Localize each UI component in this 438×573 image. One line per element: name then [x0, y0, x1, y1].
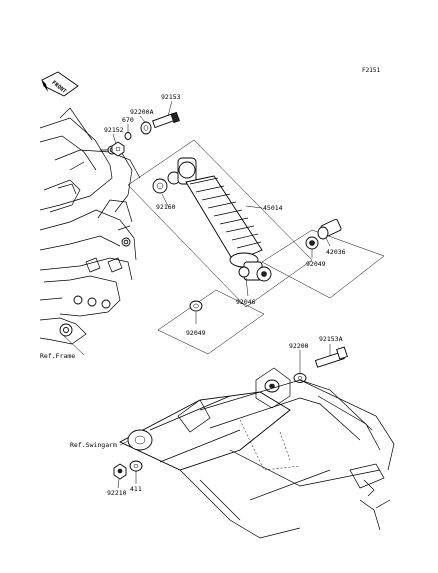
lower-mount-left-parts: [157, 289, 265, 355]
nut-92152: [111, 141, 125, 157]
label-411: 411: [130, 485, 142, 493]
label-42036: 42036: [326, 248, 346, 256]
label-45014: 45014: [263, 204, 283, 212]
label-92152: 92152: [104, 126, 124, 134]
part-labels: 92153 92200A 670 92152 92160 45014 42036…: [104, 93, 346, 497]
label-92046: 92046: [236, 298, 256, 306]
lower-mount-right-parts: [261, 218, 385, 299]
washer-411: [129, 460, 143, 472]
label-92153A: 92153A: [319, 335, 343, 343]
shock-spring: [185, 175, 263, 268]
label-92200: 92200: [289, 342, 309, 350]
collar-92160-a: [152, 178, 168, 194]
label-92200A: 92200A: [130, 108, 154, 116]
label-92210: 92210: [107, 489, 127, 497]
figure-id: F2151: [362, 67, 380, 74]
label-670: 670: [122, 116, 134, 124]
seal-92049-left: [189, 300, 203, 312]
label-92160: 92160: [156, 203, 176, 211]
swingarm-drawing: [118, 367, 395, 539]
bolt-92153: [152, 111, 180, 129]
label-92049-left: 92049: [186, 329, 206, 337]
front-arrow-icon: FRONT: [41, 71, 79, 97]
lower-bolt-parts: [293, 346, 348, 383]
upper-mount-parts: [111, 111, 180, 157]
ref-swingarm-label: Ref.Swingarm: [70, 441, 117, 449]
washer-92200: [293, 373, 307, 383]
leader-lines: [63, 100, 331, 489]
ref-frame-label: Ref.Frame: [40, 352, 75, 360]
label-92153: 92153: [161, 93, 181, 101]
label-92049-right: 92049: [306, 260, 326, 268]
frame-drawing: [39, 107, 141, 345]
bushing-92046: [238, 266, 250, 278]
pivot-hardware: [113, 460, 143, 480]
shock-absorber-group: [127, 139, 313, 308]
ring-670: [124, 132, 132, 140]
washer-92200A: [140, 121, 152, 135]
